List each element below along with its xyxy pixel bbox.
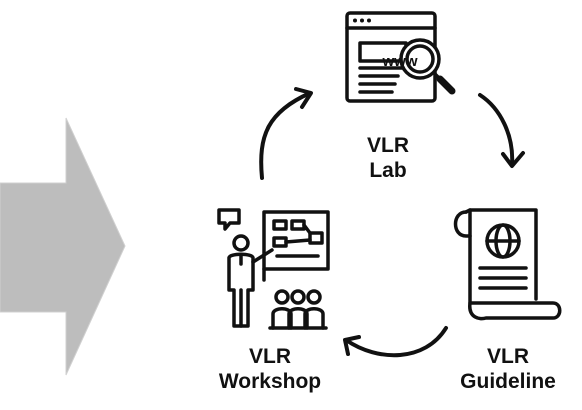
workshop-line1: VLR — [249, 345, 291, 368]
workshop-line2: Workshop — [218, 370, 322, 394]
guideline-line1: VLR — [487, 345, 529, 368]
node-label-lab: VLR Lab — [344, 133, 432, 183]
node-label-guideline: VLR Guideline — [438, 344, 578, 394]
guideline-line2: Guideline — [460, 370, 556, 394]
lab-line1: VLR — [367, 134, 409, 157]
lab-line2: Lab — [369, 159, 407, 183]
node-label-workshop: VLR Workshop — [202, 344, 338, 394]
www-text: www — [381, 53, 417, 70]
